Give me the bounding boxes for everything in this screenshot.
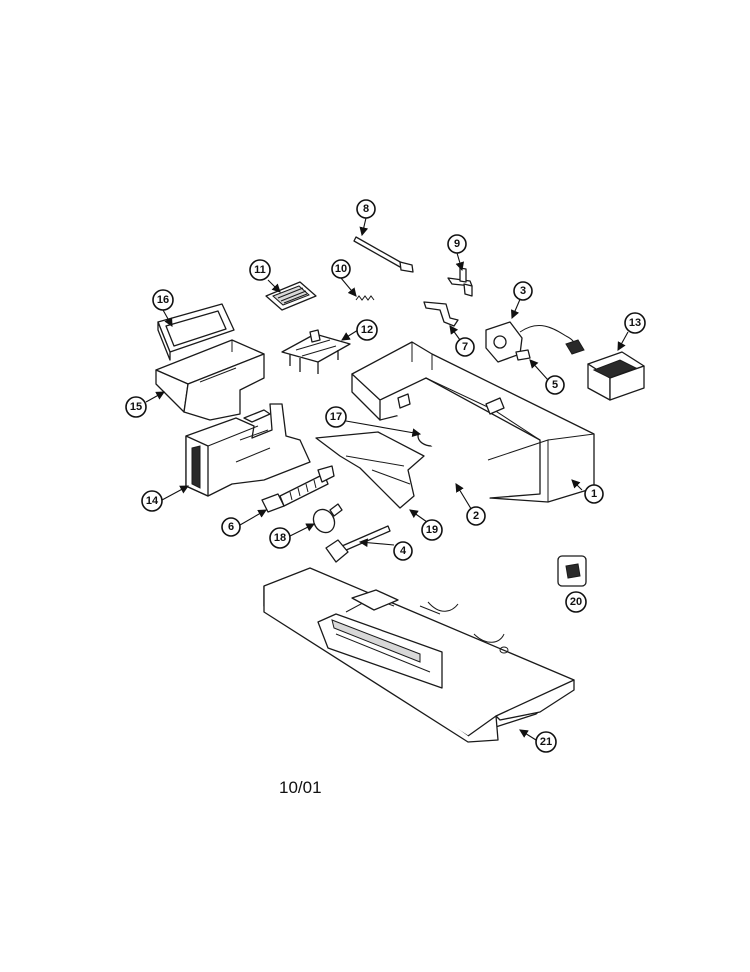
- callout-1: 1: [584, 484, 604, 504]
- part-7-flat-bracket: [423, 301, 459, 327]
- svg-text:9: 9: [454, 238, 460, 250]
- part-11-grille-plate: [265, 281, 317, 311]
- part-1-main-housing: [351, 341, 595, 503]
- part-6-shaft: [261, 465, 335, 513]
- svg-text:15: 15: [130, 401, 142, 413]
- svg-text:12: 12: [361, 324, 373, 336]
- svg-text:1: 1: [591, 488, 597, 500]
- part-16-bezel-frame: [157, 303, 235, 361]
- svg-text:13: 13: [629, 317, 641, 329]
- callout-17: 17: [325, 406, 347, 428]
- callout-21: 21: [535, 731, 557, 753]
- svg-text:11: 11: [254, 264, 266, 276]
- callout-7: 7: [455, 337, 475, 357]
- svg-text:17: 17: [330, 411, 342, 423]
- callout-5: 5: [545, 375, 565, 395]
- svg-text:8: 8: [363, 203, 369, 215]
- svg-text:6: 6: [228, 521, 234, 533]
- part-10-spring: [355, 295, 375, 301]
- date-code: 10/01: [279, 778, 322, 797]
- part-12-bracket-frame: [281, 329, 351, 374]
- callout-12: 12: [356, 319, 378, 341]
- callout-11: 11: [249, 259, 271, 281]
- part-18-bulb: [312, 503, 343, 534]
- callout-3: 3: [513, 281, 533, 301]
- callout-2: 2: [466, 506, 486, 526]
- svg-text:5: 5: [552, 379, 558, 391]
- callout-15: 15: [125, 396, 147, 418]
- part-13-module: [587, 351, 645, 401]
- callout-9: 9: [447, 234, 467, 254]
- part-20-button: [557, 555, 587, 587]
- callout-18: 18: [269, 527, 291, 549]
- svg-text:16: 16: [157, 294, 169, 306]
- svg-text:20: 20: [570, 596, 582, 608]
- callout-6: 6: [221, 517, 241, 537]
- part-5-clip: [515, 349, 531, 361]
- callout-14: 14: [141, 490, 163, 512]
- part-14-dispenser-body: [185, 403, 311, 497]
- callout-8: 8: [356, 199, 376, 219]
- callout-4: 4: [393, 541, 413, 561]
- callout-16: 16: [152, 289, 174, 311]
- svg-text:19: 19: [426, 524, 438, 536]
- svg-text:4: 4: [400, 545, 407, 557]
- svg-text:14: 14: [146, 495, 159, 507]
- leader-lines: [145, 217, 629, 741]
- svg-text:7: 7: [462, 341, 468, 353]
- part-8-rod: [353, 236, 414, 273]
- svg-text:10: 10: [335, 263, 347, 275]
- part-3-switch-assembly: [485, 321, 585, 363]
- svg-text:21: 21: [540, 736, 552, 748]
- svg-text:2: 2: [473, 510, 479, 522]
- svg-text:3: 3: [520, 285, 526, 297]
- part-15-housing: [155, 339, 265, 421]
- svg-text:18: 18: [274, 532, 286, 544]
- part-9-bracket: [447, 267, 473, 297]
- part-21-dispenser-cover: [263, 567, 575, 743]
- callout-10: 10: [331, 259, 351, 279]
- part-19-plate: [315, 431, 425, 509]
- callout-13: 13: [624, 312, 646, 334]
- callout-20: 20: [565, 591, 587, 613]
- callout-19: 19: [421, 519, 443, 541]
